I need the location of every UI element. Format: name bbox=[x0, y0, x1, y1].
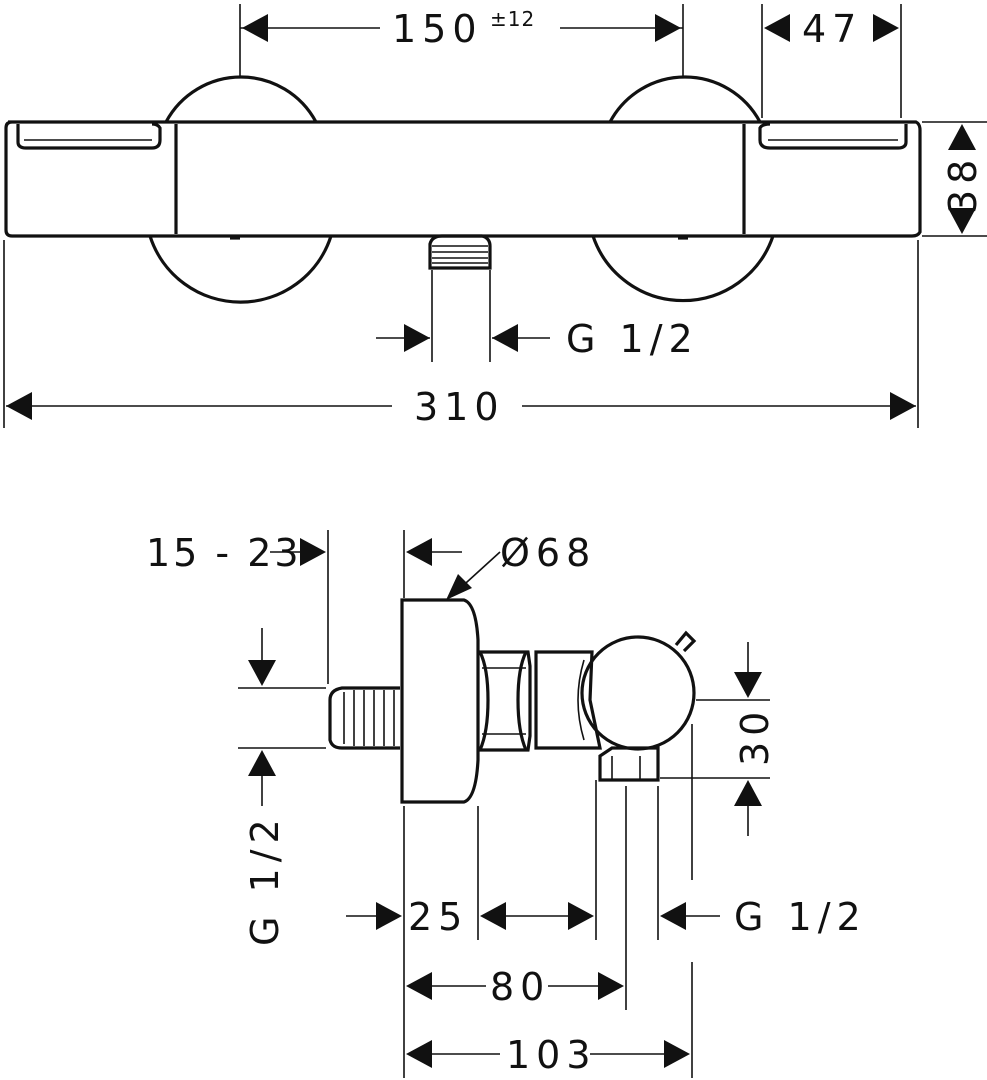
right-handle-grip bbox=[758, 122, 908, 150]
dim-wall-range-label: 15 - 23 bbox=[146, 531, 302, 575]
valve-body bbox=[534, 650, 602, 750]
inlet-thread bbox=[328, 686, 400, 750]
dimension-side-outlet-thread: G 1/2 bbox=[660, 895, 867, 939]
dim-80-label: 80 bbox=[490, 965, 550, 1009]
hex-connector bbox=[478, 650, 532, 752]
dimension-47: 47 bbox=[761, 4, 902, 118]
left-handle-grip bbox=[16, 122, 162, 150]
dimension-30: 30 bbox=[660, 642, 777, 836]
dimension-80: 80 bbox=[406, 965, 624, 1009]
dim-side-outlet-thread-label: G 1/2 bbox=[734, 895, 867, 939]
outlet-thread bbox=[428, 234, 492, 270]
mixer-body-outline bbox=[4, 120, 922, 238]
dimension-38: 38 bbox=[922, 121, 987, 237]
right-wall-disc bbox=[608, 75, 762, 123]
dimension-outlet-thread: G 1/2 bbox=[376, 270, 699, 362]
dim-total-width-label: 310 bbox=[414, 385, 505, 429]
dimension-15-23: 15 - 23 bbox=[146, 530, 329, 684]
dim-height-label: 38 bbox=[941, 154, 985, 214]
valve-body-curve bbox=[577, 659, 585, 741]
side-view: 15 - 23 Ø68 G 1/2 bbox=[146, 530, 867, 1078]
dim-end-width-label: 47 bbox=[802, 7, 862, 51]
dim-103-label: 103 bbox=[506, 1033, 597, 1077]
side-outlet bbox=[598, 746, 660, 782]
top-view: 150 ±12 47 38 G 1/2 bbox=[3, 4, 987, 429]
dim-spacing-tolerance: ±12 bbox=[490, 7, 535, 31]
dimension-150: 150 ±12 bbox=[239, 4, 684, 78]
dimension-310: 310 bbox=[3, 240, 919, 429]
thermostat-handle-circle bbox=[580, 635, 696, 751]
right-wall-disc-bottom bbox=[591, 235, 775, 303]
handle-stopper bbox=[674, 630, 697, 653]
wall-rosette bbox=[400, 598, 480, 804]
dim-inlet-thread-label: G 1/2 bbox=[243, 813, 287, 946]
dim-outlet-thread-label: G 1/2 bbox=[566, 317, 699, 361]
dimension-inlet-thread: G 1/2 bbox=[238, 628, 326, 946]
left-wall-disc bbox=[164, 75, 318, 123]
dim-25-label: 25 bbox=[408, 895, 468, 939]
dim-diameter-label: Ø68 bbox=[500, 531, 596, 575]
dimension-103: 103 bbox=[406, 1033, 690, 1077]
dim-outlet-offset-label: 30 bbox=[733, 706, 777, 766]
dimension-25: 25 bbox=[346, 895, 594, 939]
dimension-diameter: Ø68 bbox=[403, 530, 596, 600]
dim-spacing-label: 150 bbox=[392, 7, 483, 51]
left-wall-disc-bottom bbox=[148, 235, 333, 304]
